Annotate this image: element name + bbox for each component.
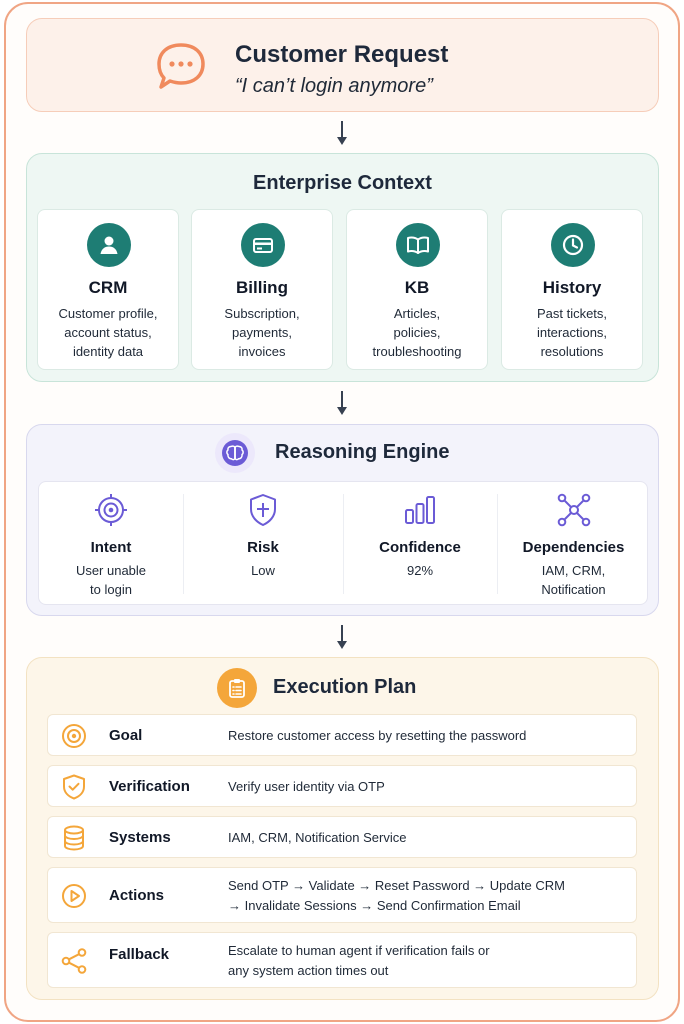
request-quote: “I can’t login anymore” [235, 75, 433, 97]
context-card-desc: Subscription,payments,invoices [224, 306, 300, 359]
network-icon [557, 493, 590, 527]
plan-row-label: Fallback [109, 946, 170, 963]
plan-row-text: Restore customer access by resetting the… [228, 728, 527, 743]
context-card-history: History Past tickets,interactions,resolu… [501, 209, 643, 370]
card-icon [241, 223, 285, 267]
database-icon [64, 825, 84, 851]
plan-row-text: Verify user identity via OTP [228, 779, 385, 794]
request-title: Customer Request [235, 41, 449, 68]
divider [183, 494, 184, 594]
bar-chart-icon [405, 496, 435, 524]
plan-row-text: Send OTP → Validate → Reset Password → U… [228, 878, 565, 913]
plan-row-text: IAM, CRM, Notification Service [228, 830, 407, 845]
reasoning-item-dependencies: Dependencies IAM, CRM,Notification [498, 482, 649, 606]
flow-arrow [334, 121, 350, 147]
target-icon [95, 494, 127, 526]
context-card-desc: Past tickets,interactions,resolutions [536, 306, 608, 359]
book-icon [396, 223, 440, 267]
context-card-name: Billing [236, 278, 288, 297]
flow-arrow [334, 625, 350, 651]
context-card-billing: Billing Subscription,payments,invoices [191, 209, 333, 370]
context-card-desc: Articles,policies,troubleshooting [372, 306, 462, 359]
target-icon [62, 724, 86, 748]
context-card-crm: CRM Customer profile,account status,iden… [37, 209, 179, 370]
plan-row-label: Goal [109, 727, 143, 744]
clock-icon [551, 223, 595, 267]
customer-request-panel: Customer Request “I can’t login anymore” [26, 18, 659, 112]
divider [343, 494, 344, 594]
plan-row-goal: Goal Restore customer access by resettin… [47, 714, 637, 756]
share-icon [61, 948, 87, 974]
execution-plan-panel: Execution Plan Goal Restore customer acc… [26, 657, 659, 1000]
user-icon [87, 223, 131, 267]
chat-bubble-icon [157, 43, 205, 89]
plan-row-systems: Systems IAM, CRM, Notification Service [47, 816, 637, 858]
context-card-kb: KB Articles,policies,troubleshooting [346, 209, 488, 370]
reasoning-item-confidence: Confidence 92% [344, 482, 496, 606]
reasoning-item-name: Confidence [379, 539, 461, 556]
context-title: Enterprise Context [253, 172, 432, 194]
brain-icon [215, 433, 255, 473]
divider [497, 494, 498, 594]
reasoning-title: Reasoning Engine [275, 441, 450, 463]
reasoning-item-name: Dependencies [522, 539, 625, 556]
context-card-desc: Customer profile,account status,identity… [58, 306, 158, 359]
plan-row-label: Verification [109, 778, 190, 795]
plan-row-fallback: Fallback Escalate to human agent if veri… [47, 932, 637, 988]
execution-title: Execution Plan [273, 676, 417, 698]
reasoning-item-value: IAM, CRM,Notification [541, 563, 606, 597]
play-icon [62, 884, 86, 908]
shield-icon [250, 494, 276, 526]
reasoning-item-risk: Risk Low [184, 482, 342, 606]
plan-row-text: Escalate to human agent if verification … [228, 943, 490, 978]
plan-row-actions: Actions Send OTP → Validate → Reset Pass… [47, 867, 637, 923]
plan-row-verification: Verification Verify user identity via OT… [47, 765, 637, 807]
shield-check-icon [63, 774, 85, 800]
plan-row-label: Systems [109, 829, 171, 846]
context-card-name: KB [404, 278, 430, 297]
plan-row-label: Actions [109, 887, 165, 904]
context-card-name: History [542, 278, 602, 297]
reasoning-item-value: Low [251, 563, 275, 578]
reasoning-item-name: Intent [90, 539, 132, 556]
reasoning-item-value: 92% [406, 563, 434, 578]
flow-arrow [334, 391, 350, 417]
context-card-name: CRM [88, 278, 128, 297]
reasoning-item-name: Risk [247, 539, 279, 556]
enterprise-context-panel: Enterprise Context CRM Customer profile,… [26, 153, 659, 382]
clipboard-icon [217, 668, 257, 708]
